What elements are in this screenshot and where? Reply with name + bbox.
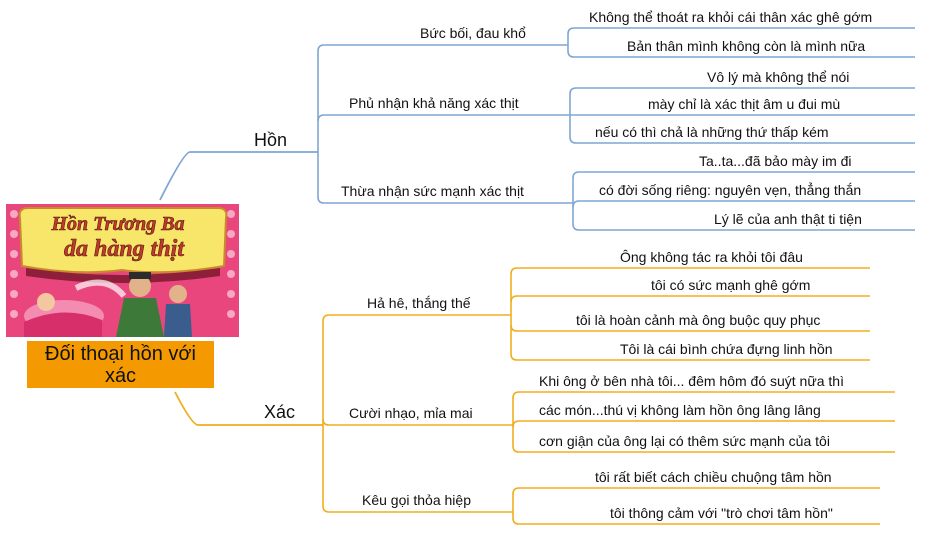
leaf-label: có đời sống riêng: nguyên vẹn, thẳng thắ… — [599, 182, 862, 198]
central-poster-image: Hồn Trương Ba da hàng thịt — [6, 204, 239, 337]
subtopic-label: Cười nhạo, mỉa mai — [349, 405, 473, 421]
leaf-joint — [510, 295, 518, 303]
leaf-joint — [512, 445, 520, 453]
subtopic-label: Kêu gọi thỏa hiệp — [362, 492, 471, 508]
subtopic-label: Bức bối, đau khổ — [420, 25, 526, 41]
leaf-label: Tôi là cái bình chứa đựng linh hồn — [620, 341, 833, 357]
leaf-label: Không thể thoát ra khỏi cái thân xác ghê… — [589, 9, 873, 25]
leaf-label: tôi thông cảm với "trò chơi tâm hồn" — [610, 505, 833, 521]
leaf-label: Ông không tác ra khỏi tôi đâu — [620, 249, 803, 265]
leaf-joint — [512, 391, 520, 399]
leaf-label: tôi rất biết cách chiều chuộng tâm hồn — [595, 469, 832, 485]
leaf-label: các món...thú vị không làm hồn ông lâng … — [539, 402, 821, 418]
branch-connector-xac — [174, 391, 323, 426]
leaf-label: cơn giận của ông lại có thêm sức mạnh củ… — [539, 433, 830, 449]
subtopic-joint — [317, 114, 325, 122]
leaf-label: nếu có thì chả là những thứ thấp kém — [595, 124, 829, 140]
leaf-joint — [567, 27, 575, 35]
leaf-label: Vô lý mà không thể nói — [707, 69, 850, 85]
leaf-joint — [510, 324, 518, 332]
leaf-joint — [512, 487, 520, 495]
leaf-joint — [572, 223, 580, 231]
leaf-label: Khi ông ở bên nhà tôi... đêm hôm đó suýt… — [539, 373, 844, 389]
leaf-label: Bản thân mình không còn là mình nữa — [627, 38, 866, 54]
branch-connector-hon — [159, 151, 318, 201]
central-topic: Đối thoại hồn với xác — [27, 341, 214, 388]
branch-label-xac: Xác — [264, 402, 296, 422]
leaf-label: tôi có sức mạnh ghê gớm — [651, 277, 811, 293]
leaf-joint — [512, 420, 520, 428]
poster-title-line2: da hàng thịt — [64, 236, 185, 262]
leaf-joint — [512, 517, 520, 525]
leaf-joint — [510, 267, 518, 275]
leaf-label: tôi là hoàn cảnh mà ông buộc quy phục — [576, 312, 821, 328]
leaf-joint — [567, 50, 575, 58]
leaf-label: Lý lẽ của anh thật ti tiện — [714, 211, 862, 227]
poster-title-line1: Hồn Trương Ba — [50, 213, 184, 235]
leaf-joint — [572, 171, 580, 179]
subtopic-joint — [322, 314, 330, 322]
poster-characters-illustration — [24, 272, 192, 337]
subtopic-joint — [322, 418, 330, 426]
leaf-label: mày chỉ là xác thịt âm u đui mù — [648, 96, 841, 112]
leaf-joint — [510, 353, 518, 361]
subtopic-joint — [317, 196, 325, 204]
connector-lines — [159, 27, 915, 525]
subtopic-joint — [317, 44, 325, 52]
subtopic-label: Thừa nhận sức mạnh xác thịt — [341, 183, 524, 199]
leaf-joint — [569, 87, 577, 95]
leaf-joint — [569, 136, 577, 144]
subtopic-label: Hả hê, thắng thế — [367, 295, 471, 311]
leaf-joint — [572, 200, 580, 208]
subtopic-joint — [322, 505, 330, 513]
subtopic-label: Phủ nhận khả năng xác thịt — [349, 95, 519, 111]
leaf-label: Ta..ta...đã bảo mày im đi — [699, 153, 852, 169]
central-topic-label: Đối thoại hồn với xác — [45, 343, 196, 387]
branch-label-hon: Hồn — [254, 130, 288, 150]
